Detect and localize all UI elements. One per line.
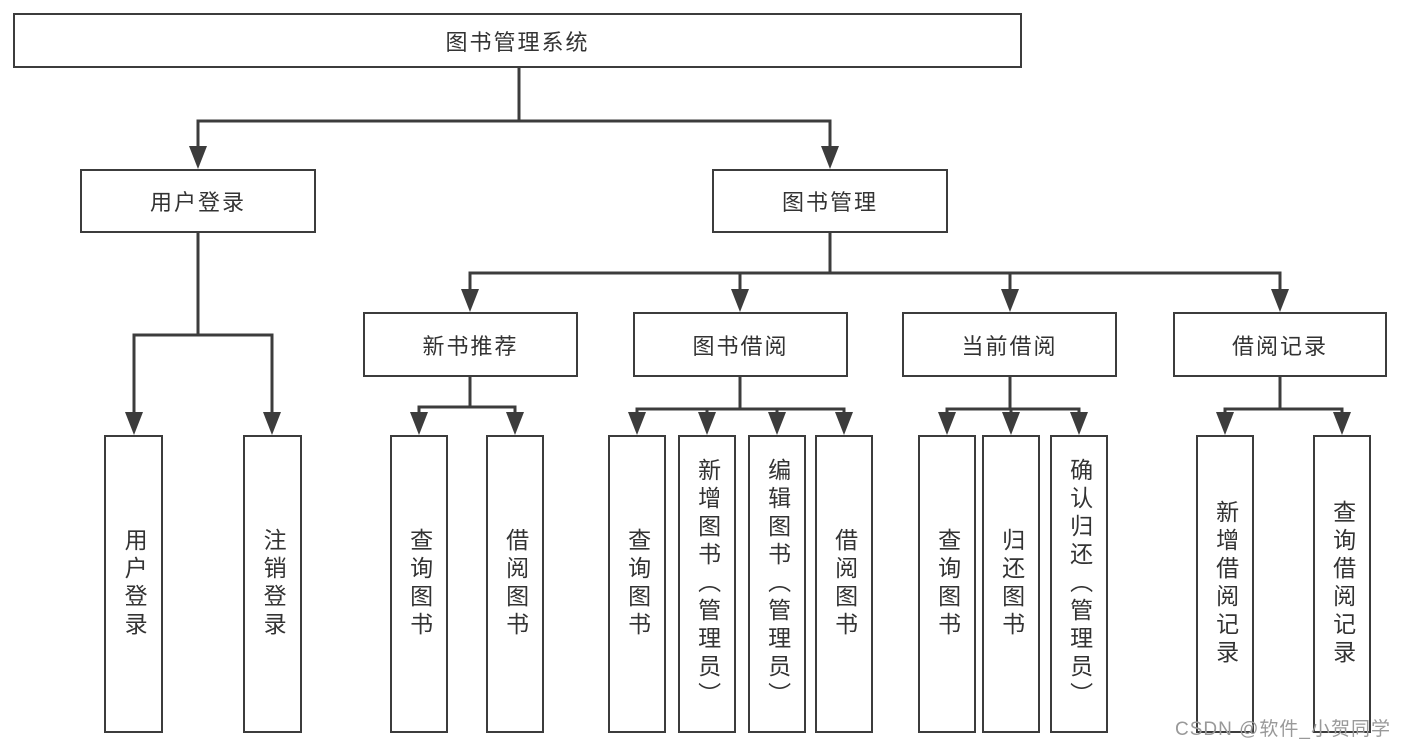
arrow-down-icon [1001,289,1019,312]
node-confirm-return-admin: 确认归还（管理员） [1050,435,1108,733]
node-label: 当前借阅 [961,333,1058,359]
node-label: 借阅图书 [502,528,529,640]
arrow-down-icon [1070,412,1088,435]
node-borrow-records: 借阅记录 [1173,312,1387,377]
node-label: 查询借阅记录 [1329,500,1356,668]
node-label: 图书管理 [781,190,878,215]
node-label: 注销登录 [260,528,287,640]
node-label: 编辑图书（管理员） [764,458,791,710]
node-borrow-books-recommend: 借阅图书 [486,435,544,733]
arrow-down-icon [821,146,839,169]
node-label: 图书借阅 [692,333,789,359]
node-current-borrowing: 当前借阅 [902,312,1117,377]
arrow-down-icon [628,412,646,435]
node-edit-book-admin: 编辑图书（管理员） [748,435,806,733]
node-label: 归还图书 [998,528,1025,640]
node-label: 借阅记录 [1231,333,1328,359]
node-return-books: 归还图书 [982,435,1040,733]
connector-segments [132,66,1344,416]
watermark-text: CSDN @软件_小贺同学 [1175,719,1391,740]
node-query-books-borrowing: 查询图书 [608,435,666,733]
node-query-books-current: 查询图书 [918,435,976,733]
arrow-down-icon [731,289,749,312]
connector-arrowheads [125,146,1351,435]
node-label: 查询图书 [934,528,961,640]
node-book-borrowing: 图书借阅 [633,312,848,377]
node-add-borrow-record: 新增借阅记录 [1196,435,1254,733]
node-label: 用户登录 [121,528,148,640]
arrow-down-icon [410,412,428,435]
arrow-down-icon [698,412,716,435]
node-label: 查询图书 [406,528,433,640]
arrow-down-icon [1216,412,1234,435]
arrow-down-icon [768,412,786,435]
node-label: 借阅图书 [831,528,858,640]
node-add-book-admin: 新增图书（管理员） [678,435,736,733]
arrow-down-icon [461,289,479,312]
node-label: 新增图书（管理员） [694,458,721,710]
arrow-down-icon [506,412,524,435]
node-query-borrow-record: 查询借阅记录 [1313,435,1371,733]
arrow-down-icon [1002,412,1020,435]
node-label: 确认归还（管理员） [1066,458,1093,710]
node-label: 图书管理系统 [445,29,590,55]
arrow-down-icon [263,412,281,435]
node-logout-leaf: 注销登录 [243,435,302,733]
arrow-down-icon [938,412,956,435]
node-user-login: 用户登录 [80,169,316,233]
node-borrow-books-borrowing: 借阅图书 [815,435,873,733]
node-label: 用户登录 [149,190,246,215]
node-label: 查询图书 [624,528,651,640]
arrow-down-icon [1271,289,1289,312]
node-query-books-recommend: 查询图书 [390,435,448,733]
arrow-down-icon [1333,412,1351,435]
arrow-down-icon [835,412,853,435]
node-label: 新书推荐 [422,333,519,359]
arrow-down-icon [189,146,207,169]
node-book-management: 图书管理 [712,169,948,233]
node-root: 图书管理系统 [13,13,1022,68]
node-label: 新增借阅记录 [1212,500,1239,668]
node-user-login-leaf: 用户登录 [104,435,163,733]
node-new-book-recommend: 新书推荐 [363,312,578,377]
arrow-down-icon [125,412,143,435]
